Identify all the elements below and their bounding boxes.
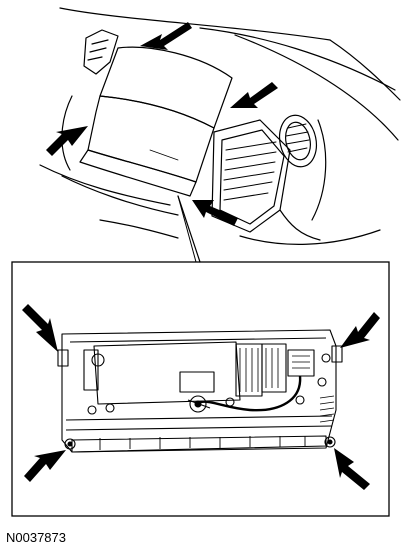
airbag-cover-front (87, 95, 215, 183)
inflator-body (93, 341, 241, 405)
defroster-vent (83, 29, 119, 75)
retaining-clip-right (331, 345, 343, 363)
bottom-view-callouts (22, 304, 380, 490)
arrow-icon (340, 312, 380, 348)
dash-upper-line-3 (234, 34, 399, 141)
arrow-icon (230, 82, 278, 108)
airbag-module-detail (57, 329, 343, 453)
electrical-connector (287, 349, 315, 377)
arrow-icon (24, 450, 66, 482)
dash-upper-line-2 (199, 27, 396, 91)
dash-upper-line-4 (329, 39, 401, 101)
mounting-bolt-left (64, 438, 76, 450)
top-view-callouts (46, 22, 278, 226)
bracket-studs (87, 353, 331, 415)
cover-text-mark (149, 149, 179, 161)
arrow-icon (46, 126, 88, 156)
airbag-cover-upper (99, 46, 233, 129)
arrow-icon (334, 448, 370, 490)
dash-upper-line-1 (59, 7, 331, 41)
mounting-bracket (61, 329, 337, 453)
round-air-vent (278, 114, 318, 168)
harness-clip (189, 395, 207, 413)
figure-id-label: N0037873 (6, 530, 66, 545)
arrow-icon (192, 200, 238, 226)
mounting-bolt-right (324, 436, 336, 448)
arrow-icon (22, 304, 58, 352)
retaining-clip-left (57, 349, 69, 367)
top-view-dashboard (39, 7, 401, 263)
vent-louvres (223, 141, 277, 201)
detail-frame (11, 261, 390, 517)
wiring-harness (199, 375, 302, 412)
arrow-icon (140, 22, 192, 50)
detail-leader-line (177, 195, 197, 263)
